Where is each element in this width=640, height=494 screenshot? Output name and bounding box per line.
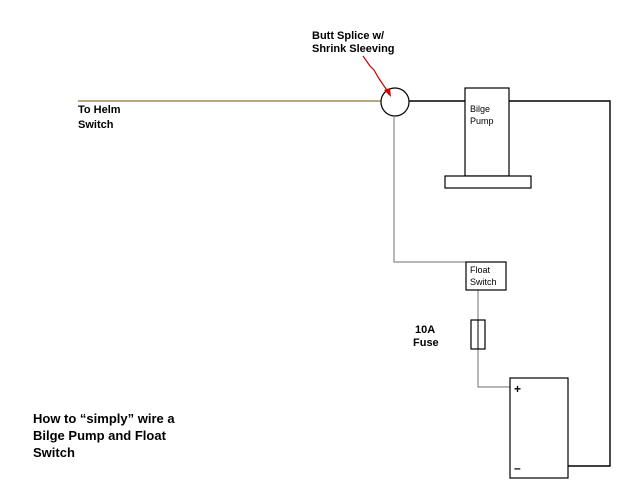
fuse-label-line1: 10A (415, 324, 435, 336)
splice-pointer-arrow (362, 55, 390, 94)
bilge-pump-base (444, 175, 532, 189)
helm-label-line2: Switch (78, 119, 114, 131)
fuse-to-battery-wire (477, 349, 510, 388)
float-label-line2: Switch (470, 277, 497, 287)
caption-line3: Switch (33, 445, 75, 460)
caption-line2: Bilge Pump and Float (33, 428, 167, 443)
butt-splice-symbol (380, 87, 410, 117)
fuse-label-line2: Fuse (413, 337, 439, 349)
splice-label-line2: Shrink Sleeving (312, 43, 395, 55)
battery-positive-terminal: + (514, 382, 521, 396)
caption-line1: How to “simply” wire a (33, 411, 175, 426)
splice-to-float-wire (393, 116, 466, 263)
splice-pointer-head (384, 88, 391, 97)
bilge-pump-body (464, 87, 510, 177)
pump-label-line2: Pump (470, 116, 494, 126)
pump-label-line1: Bilge (470, 104, 490, 114)
battery-box (509, 377, 569, 479)
float-label-line1: Float (470, 265, 491, 275)
float-switch-box (465, 261, 507, 291)
battery-negative-terminal: – (514, 461, 521, 475)
helm-label-line1: To Helm (78, 104, 121, 116)
splice-label-line1: Butt Splice w/ (312, 30, 384, 42)
